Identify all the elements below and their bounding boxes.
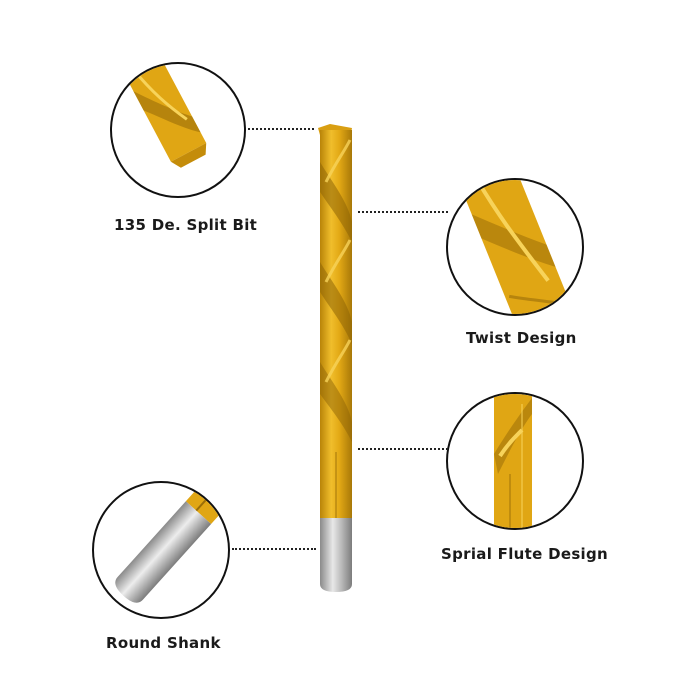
label-twist: Twist Design: [466, 329, 577, 347]
label-flute: Sprial Flute Design: [441, 545, 609, 563]
connector-flute: [358, 448, 448, 450]
connector-shank: [232, 548, 316, 550]
connector-tip: [248, 128, 314, 130]
drill-bit-main: [312, 122, 360, 594]
detail-circle-shank: [92, 481, 230, 619]
detail-circle-flute: [446, 392, 584, 530]
label-tip: 135 De. Split Bit: [114, 216, 258, 234]
label-shank: Round Shank: [106, 634, 221, 652]
detail-circle-twist: [446, 178, 584, 316]
detail-circle-tip: [110, 62, 246, 198]
connector-twist: [358, 211, 448, 213]
